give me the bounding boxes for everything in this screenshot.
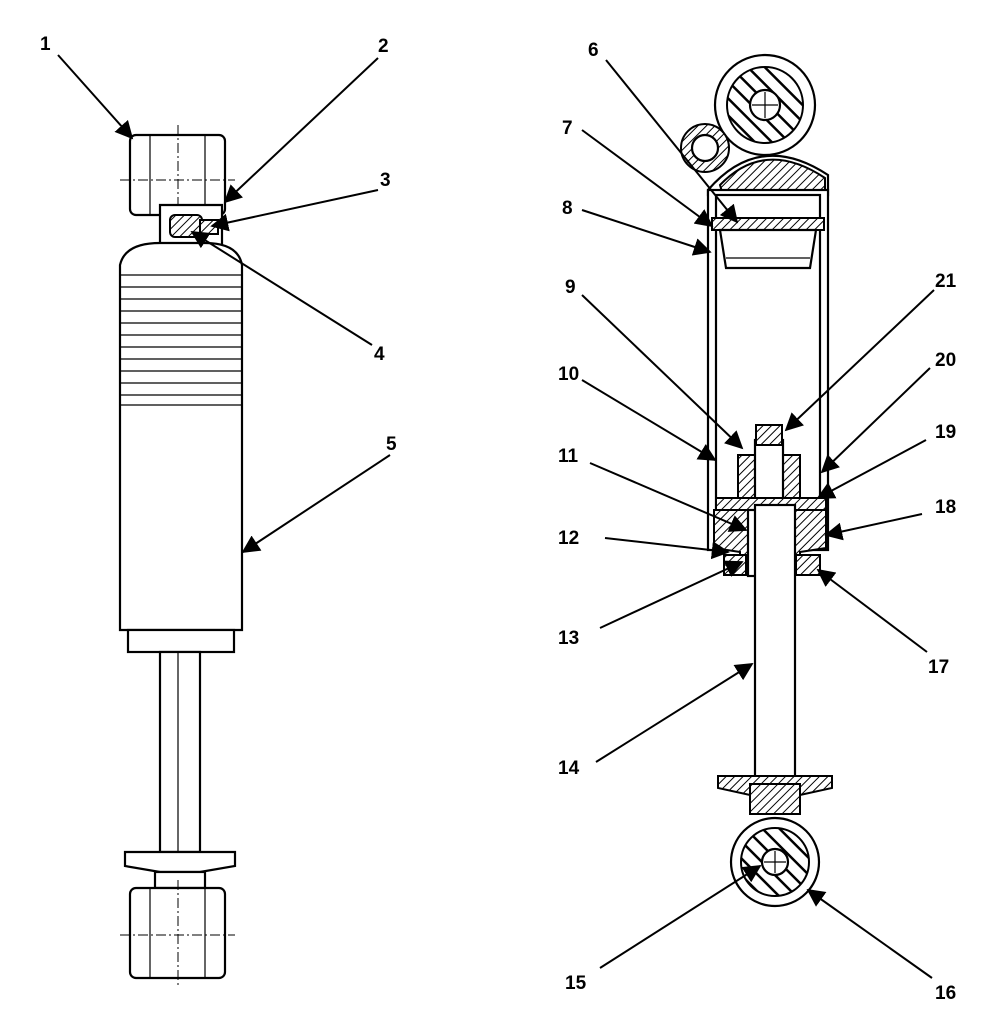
callout-17: 17 <box>928 657 949 678</box>
piston-rod-exterior <box>158 650 202 854</box>
callout-12: 12 <box>558 528 579 549</box>
callout-8: 8 <box>562 198 573 219</box>
callout-10: 10 <box>558 364 579 385</box>
rod-end <box>753 438 785 504</box>
leader-16 <box>806 888 933 979</box>
leader-12 <box>604 537 730 560</box>
callout-11: 11 <box>558 446 579 467</box>
sectional-view <box>680 53 833 908</box>
lower-plate <box>123 850 237 874</box>
leader-lines <box>57 54 935 979</box>
piston-nut <box>755 424 783 446</box>
dust-cover <box>118 241 244 632</box>
leader-2 <box>223 57 379 204</box>
callout-19: 19 <box>935 422 956 443</box>
callout-labels: 1 2 3 4 5 6 7 8 9 10 11 12 13 14 15 16 1… <box>40 34 957 1004</box>
leader-10 <box>581 379 717 461</box>
leader-11 <box>589 462 748 532</box>
lower-threaded-boss <box>749 783 801 815</box>
leader-18 <box>824 513 923 541</box>
upper-piston-cap <box>718 228 818 270</box>
callout-7: 7 <box>562 118 573 139</box>
leader-19 <box>816 439 927 499</box>
leader-14 <box>595 663 754 763</box>
dust-cover-ribs <box>120 274 242 396</box>
piston-rod <box>753 503 797 779</box>
leader-1 <box>57 54 134 140</box>
callout-1: 1 <box>40 34 51 55</box>
stud-nut <box>199 219 219 235</box>
leader-13 <box>599 560 744 629</box>
seal-pack <box>711 217 825 231</box>
callout-21: 21 <box>935 271 957 292</box>
lower-collar <box>126 628 236 654</box>
callout-15: 15 <box>565 973 587 994</box>
mount-stud <box>169 214 203 238</box>
callout-4: 4 <box>374 344 385 365</box>
callout-20: 20 <box>935 350 956 371</box>
callout-2: 2 <box>378 36 389 57</box>
lower-stem <box>153 870 207 890</box>
callout-13: 13 <box>558 628 579 649</box>
callout-5: 5 <box>386 434 397 455</box>
callout-14: 14 <box>558 758 580 779</box>
callout-16: 16 <box>935 983 956 1004</box>
leader-5 <box>241 454 391 553</box>
leader-7 <box>581 129 714 228</box>
callout-9: 9 <box>565 277 576 298</box>
exterior-view <box>118 125 244 988</box>
leader-3 <box>210 189 379 232</box>
callout-6: 6 <box>588 40 599 61</box>
callout-18: 18 <box>935 497 956 518</box>
callout-3: 3 <box>380 170 391 191</box>
leader-4 <box>190 231 373 346</box>
leader-8 <box>581 209 712 256</box>
leader-6 <box>605 59 739 224</box>
leader-17 <box>816 568 928 653</box>
leader-9 <box>581 294 744 450</box>
leader-21 <box>784 289 935 432</box>
leader-20 <box>820 367 931 474</box>
leader-15 <box>599 865 762 969</box>
